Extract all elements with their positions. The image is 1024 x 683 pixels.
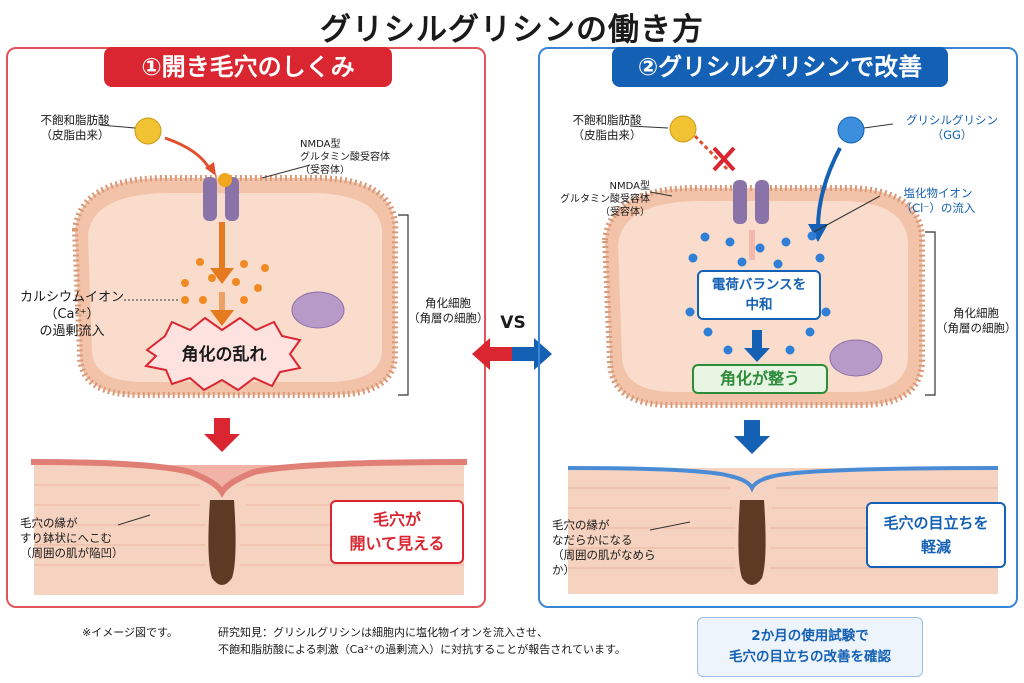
right-receptor-icon: [733, 180, 769, 224]
left-fatty-acid-icon: [134, 117, 162, 145]
left-panel-heading: ①開き毛穴のしくみ: [104, 47, 392, 87]
blue-right-arrow: [512, 338, 552, 370]
right-edge-line2: なだらかになる: [552, 533, 633, 547]
left-calcium-line1: カルシウムイオン: [19, 290, 124, 305]
left-cell-line1: 角化細胞: [425, 296, 471, 310]
left-calcium-line3: の過剰流入: [39, 324, 105, 339]
trial-line2: 毛穴の目立ちの改善を確認: [729, 649, 891, 665]
right-edge-line1: 毛穴の縁が: [552, 518, 610, 532]
right-edge-label: 毛穴の縁が なだらかになる （周囲の肌がなめらか）: [552, 518, 664, 578]
blocked-x-icon: [712, 146, 736, 172]
trial-result-box: 2か月の使用試験で 毛穴の目立ちの改善を確認: [697, 617, 923, 677]
right-receptor-line1: NMDA型: [609, 181, 650, 192]
gg-label: グリシルグリシン （GG）: [893, 113, 1011, 143]
charge-line2: 中和: [745, 297, 773, 313]
chloride-ions: [685, 231, 831, 355]
right-cell-line2: （角層の細胞）: [936, 321, 1017, 335]
gg-icon: [837, 116, 865, 144]
right-receptor-label: NMDA型 グルタミン酸受容体 （受容体）: [540, 180, 650, 219]
charge-balance-box: 電荷バランスを 中和: [697, 270, 821, 320]
left-calcium-ions: [181, 258, 269, 304]
footer-note: ※イメージ図です。: [82, 626, 178, 639]
left-panel: ①開き毛穴のしくみ: [6, 47, 486, 608]
left-cell-label: 角化細胞 （角層の細胞）: [408, 296, 489, 326]
right-cell-line1: 角化細胞: [953, 306, 999, 320]
right-skin-section: [567, 466, 999, 594]
right-result-box: 毛穴の目立ちを 軽減: [866, 502, 1006, 568]
left-fatty-acid-label: 不飽和脂肪酸 （皮脂由来）: [28, 113, 122, 143]
left-receptor-line2: グルタミン酸受容体: [300, 152, 390, 163]
chloride-label: 塩化物イオン （Cl⁻）の流入: [878, 186, 998, 216]
right-result-line2: 軽減: [920, 538, 951, 556]
vs-label: VS: [500, 313, 526, 333]
left-down-arrow: [214, 418, 230, 436]
right-fatty-acid-text: 不飽和脂肪酸: [572, 113, 642, 127]
left-disorder-burst: [143, 316, 302, 392]
trial-line1: 2か月の使用試験で: [751, 628, 869, 644]
right-edge-line3: （周囲の肌がなめらか）: [552, 548, 656, 577]
chloride-line2: （Cl⁻）の流入: [900, 201, 976, 215]
finding-line2: 不飽和脂肪酸による刺激（Ca²⁺の過剰流入）に対抗することが報告されています。: [218, 643, 626, 656]
left-nucleus: [291, 291, 345, 329]
left-result-line2: 開いて見える: [349, 534, 445, 553]
footer-finding: 研究知見：グリシルグリシンは細胞内に塩化物イオンを流入させ、 不飽和脂肪酸による…: [218, 624, 688, 658]
right-cell-label: 角化細胞 （角層の細胞）: [936, 306, 1017, 336]
charge-line1: 電荷バランスを: [711, 277, 807, 293]
gg-arrow: [816, 147, 842, 229]
right-receptor-line3: （受容体）: [600, 207, 650, 218]
right-down-arrow-small: [752, 330, 762, 350]
red-left-arrow: [472, 338, 512, 370]
left-fatty-acid-source: （皮脂由来）: [40, 128, 110, 142]
left-disorder-text: 角化の乱れ: [181, 345, 267, 365]
left-calcium-line2: （Ca²⁺）: [44, 307, 100, 322]
right-fatty-acid-label: 不飽和脂肪酸 （皮脂由来）: [560, 113, 654, 143]
left-receptor-line1: NMDA型: [300, 139, 341, 150]
left-result-box: 毛穴が 開いて見える: [330, 500, 464, 564]
page-title: グリシルグリシンの働き方: [320, 12, 704, 48]
left-fatty-acid-text: 不飽和脂肪酸: [40, 113, 110, 127]
left-result-line1: 毛穴が: [372, 510, 421, 529]
left-edge-line3: （周囲の肌が陥凹）: [20, 546, 124, 560]
right-fatty-acid-icon: [669, 115, 697, 143]
right-fatty-acid-source: （皮脂由来）: [572, 128, 642, 142]
finding-line1: 研究知見：グリシルグリシンは細胞内に塩化物イオンを流入させ、: [218, 626, 548, 639]
left-edge-label: 毛穴の縁が すり鉢状にへこむ （周囲の肌が陥凹）: [20, 516, 132, 561]
left-cell-body: [88, 193, 383, 382]
normal-keratinization-box: 角化が整う: [692, 364, 828, 394]
left-bound-ligand: [218, 173, 232, 187]
left-receptor-line3: （受容体）: [300, 165, 350, 176]
right-result-line1: 毛穴の目立ちを: [883, 514, 989, 532]
left-cell-line2: （角層の細胞）: [408, 311, 489, 325]
left-calcium-label: カルシウムイオン （Ca²⁺） の過剰流入: [16, 289, 128, 340]
right-panel: ②グリシルグリシンで改善: [538, 47, 1018, 608]
left-edge-line1: 毛穴の縁が: [20, 516, 78, 530]
left-receptor-label: NMDA型 グルタミン酸受容体 （受容体）: [300, 138, 410, 177]
right-nucleus: [829, 339, 883, 377]
right-down-arrow: [744, 420, 760, 438]
right-receptor-line2: グルタミン酸受容体: [560, 194, 650, 205]
chloride-line1: 塩化物イオン: [903, 186, 973, 200]
left-receptor-icon: [203, 177, 239, 221]
left-edge-line2: すり鉢状にへこむ: [20, 531, 112, 545]
gg-line1: グリシルグリシン: [906, 113, 998, 127]
gg-line2: （GG）: [931, 128, 973, 142]
right-panel-heading: ②グリシルグリシンで改善: [612, 47, 948, 87]
